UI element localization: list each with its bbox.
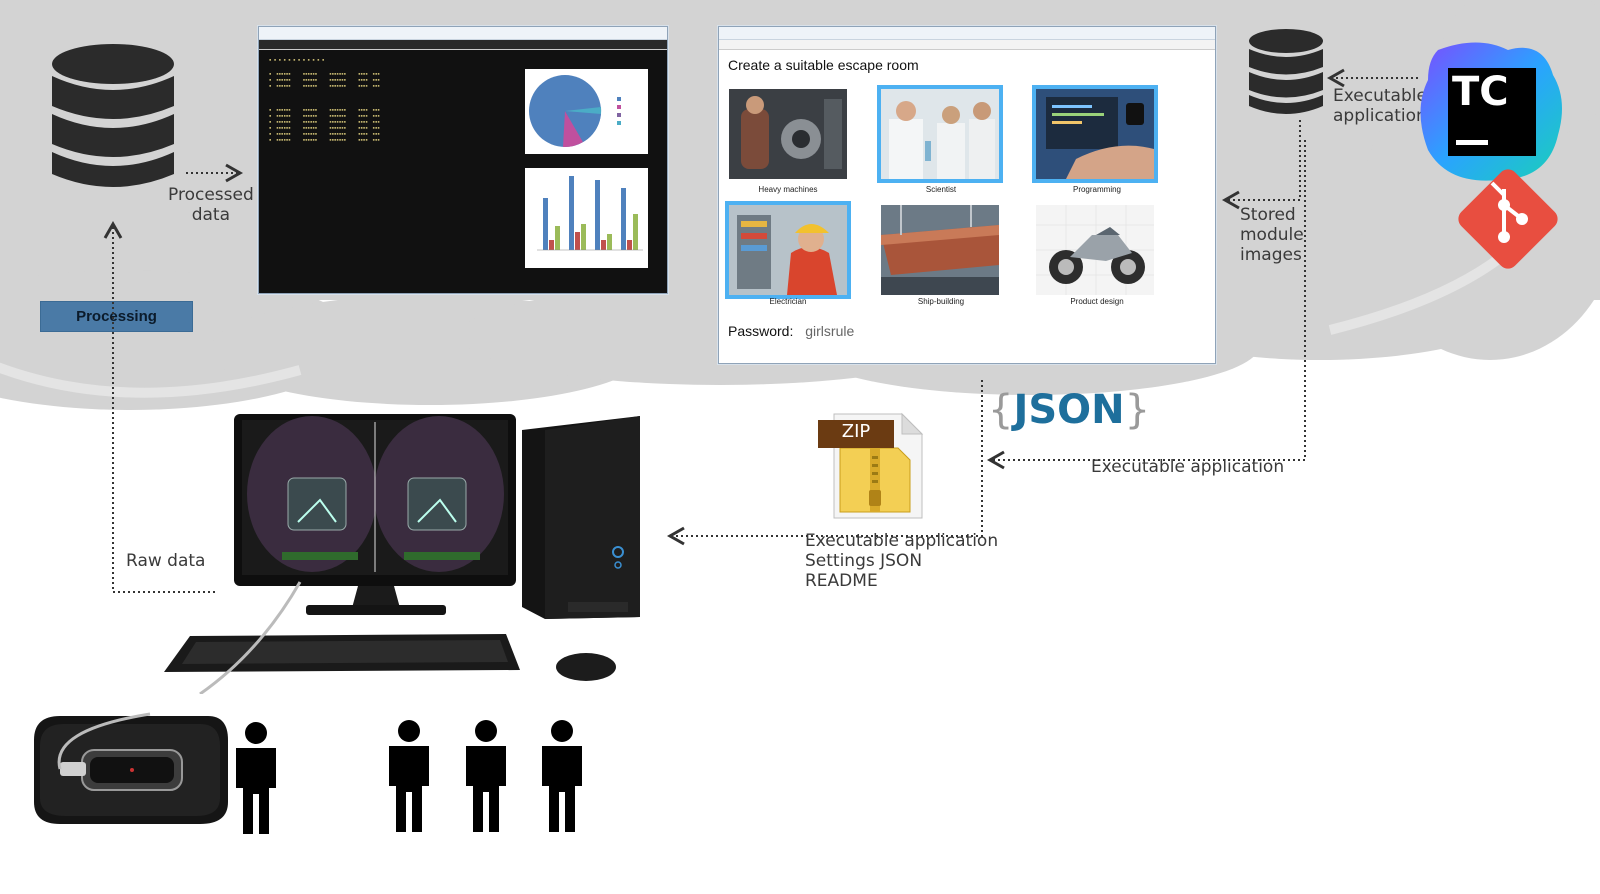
stored-module-images-label: Stored module images xyxy=(1240,205,1304,265)
arrow-window-to-pc xyxy=(666,380,983,546)
module-tile-product-design[interactable] xyxy=(1036,205,1154,295)
password-field[interactable]: girlsrule xyxy=(805,323,855,339)
desktop-computer xyxy=(164,414,640,694)
processed-data-label: Processed data xyxy=(168,185,254,225)
json-brace-close: } xyxy=(1124,387,1151,433)
arrow-raw-to-db xyxy=(103,220,215,593)
password-label: Password: xyxy=(728,323,794,339)
arrow-db-to-window xyxy=(1221,120,1301,210)
processing-box: Processing xyxy=(40,301,193,332)
raw-data-label: Raw data xyxy=(126,551,206,571)
escape-room-window: Create a suitable escape room Heavy mach… xyxy=(718,26,1216,364)
programming-image xyxy=(1036,89,1154,179)
module-caption-programming: Programming xyxy=(1072,185,1121,194)
package-contents-list: Executable application Settings JSON REA… xyxy=(805,531,998,591)
person-icon xyxy=(389,720,429,832)
person-icon xyxy=(236,722,276,834)
executable-application-mid-label: Executable application xyxy=(1091,457,1285,477)
scientist-image xyxy=(881,89,999,179)
product-design-image xyxy=(1036,205,1154,295)
escape-room-title: Create a suitable escape room xyxy=(728,57,919,73)
module-tile-scientist[interactable] xyxy=(877,85,1003,183)
database-icon xyxy=(52,44,174,187)
vr-headset xyxy=(34,712,228,824)
ship-building-image xyxy=(881,205,999,295)
dashboard-window: ▪ ▪ ▪ ▪ ▪ ▪ ▪ ▪ ▪ ▪ ▪ ▪ ▪ ▪▪▪▪▪▪ ▪▪▪▪▪▪ … xyxy=(258,26,668,294)
json-word: JSON xyxy=(1013,387,1125,433)
person-icon xyxy=(542,720,582,832)
electrician-image xyxy=(729,205,847,295)
module-tile-heavy-machines[interactable] xyxy=(729,89,847,179)
dashboard-window-titlebar xyxy=(259,27,667,40)
arrow-exe-to-json xyxy=(986,140,1306,470)
module-tile-electrician[interactable] xyxy=(725,201,851,299)
module-tile-programming[interactable] xyxy=(1032,85,1158,183)
executable-application-top-label: Executable application xyxy=(1333,86,1427,126)
bar-chart-thumbnail xyxy=(525,168,648,268)
package-item-executable: Executable application xyxy=(805,531,999,551)
pc-mouse xyxy=(556,653,616,681)
module-tile-ship-building[interactable] xyxy=(881,205,999,295)
module-caption-ship-building: Ship-building xyxy=(917,297,965,306)
package-item-readme: README xyxy=(805,571,878,591)
escape-room-address-bar xyxy=(719,40,1215,50)
package-item-settings: Settings JSON xyxy=(805,551,923,571)
dashboard-table: ▪ ▪ ▪ ▪ ▪ ▪ ▪ ▪ ▪ ▪ ▪ ▪ ▪ ▪▪▪▪▪▪ ▪▪▪▪▪▪ … xyxy=(269,57,380,142)
heavy-machines-image xyxy=(729,89,847,179)
json-logo: {JSON} xyxy=(988,385,1150,435)
zip-file-icon xyxy=(818,412,924,519)
teamcity-logo-text: TC xyxy=(1452,69,1509,115)
zip-badge-text: ZIP xyxy=(841,421,871,442)
json-brace-open: { xyxy=(988,387,1014,433)
dashboard-address-bar xyxy=(259,40,667,50)
escape-room-titlebar xyxy=(719,27,1215,40)
password-row: Password: girlsrule xyxy=(728,323,854,339)
module-caption-heavy-machines: Heavy machines xyxy=(758,185,818,194)
teamcity-logo-underline xyxy=(1456,140,1488,145)
module-caption-product-design: Product design xyxy=(1070,297,1124,306)
database-icon xyxy=(1249,29,1323,114)
module-caption-electrician: Electrician xyxy=(769,297,807,306)
git-logo xyxy=(1458,169,1558,269)
person-icon xyxy=(466,720,506,832)
pie-chart-thumbnail xyxy=(525,69,648,154)
module-caption-scientist: Scientist xyxy=(925,185,957,194)
